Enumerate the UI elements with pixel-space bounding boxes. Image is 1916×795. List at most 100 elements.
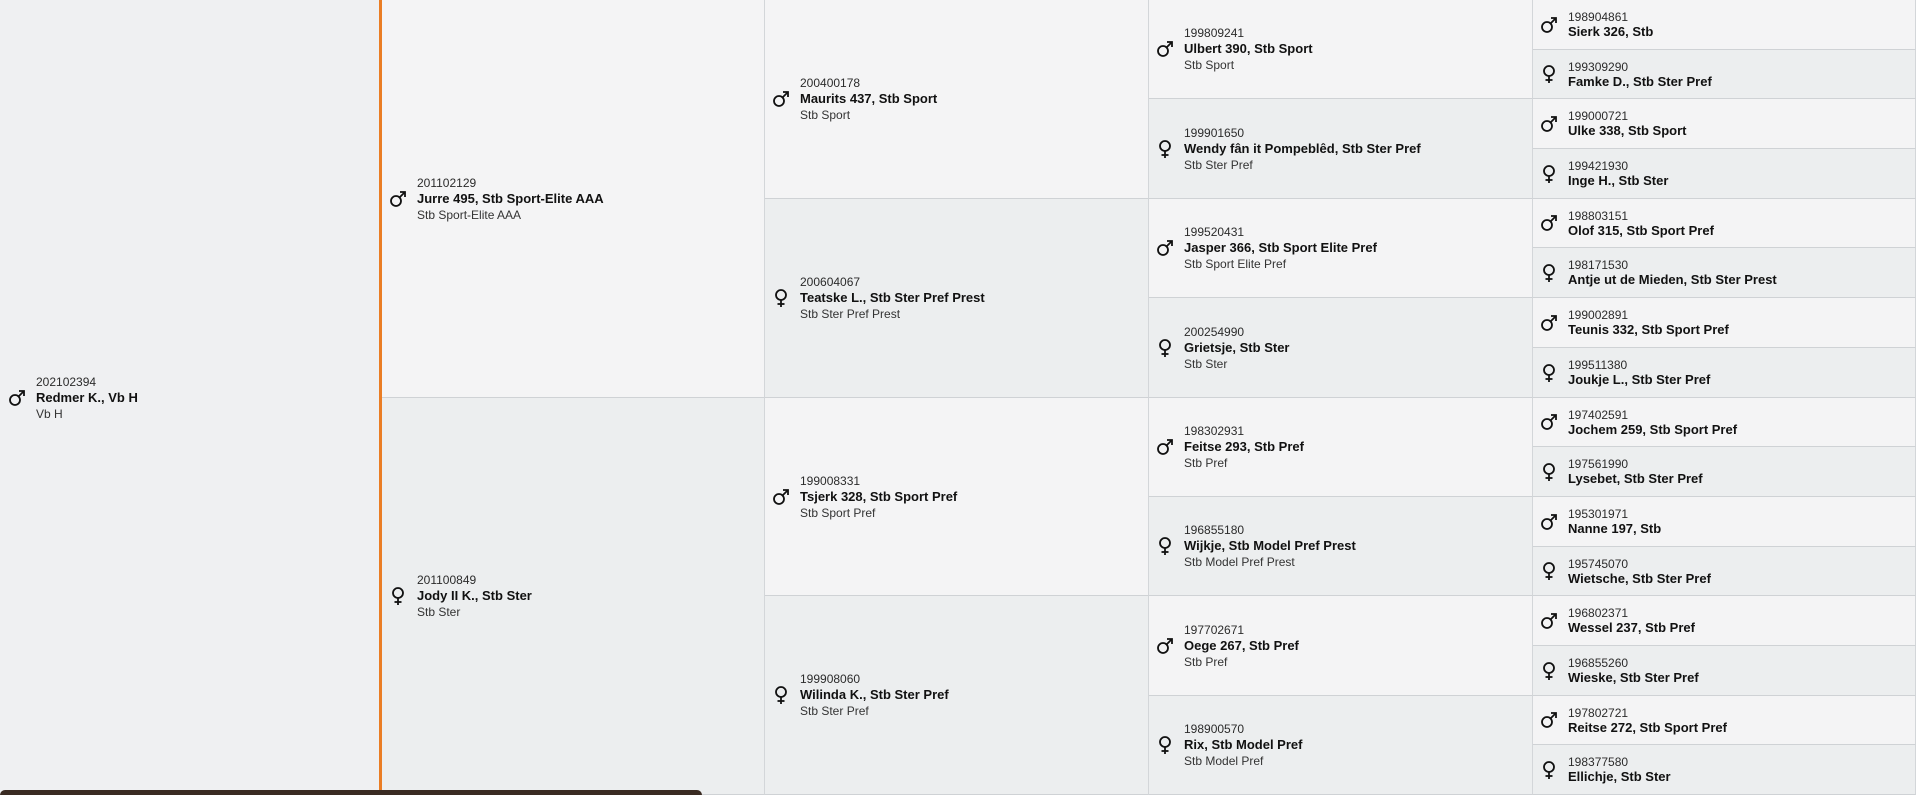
male-symbol-icon	[1154, 38, 1176, 60]
horse-name[interactable]: Tsjerk 328, Stb Sport Pref	[800, 488, 958, 504]
horse-name[interactable]: Grietsje, Stb Ster	[1184, 339, 1290, 355]
female-symbol-icon	[1538, 560, 1560, 582]
registration-number: 197702671	[1184, 622, 1245, 637]
horse-name[interactable]: Jurre 495, Stb Sport-Elite AAA	[417, 190, 604, 206]
horse-name[interactable]: Lysebet, Stb Ster Pref	[1568, 471, 1703, 486]
registration-number: 201100849	[417, 573, 477, 587]
registration-number: 199008331	[800, 473, 861, 488]
registration-number: 202102394	[36, 374, 97, 389]
registration-number: 198803151	[1568, 208, 1629, 223]
horse-name[interactable]: Wendy fân it Pompeblêd, Stb Ster Pref	[1184, 140, 1421, 156]
female-symbol-icon	[1538, 362, 1560, 384]
female-symbol-icon	[1538, 759, 1560, 781]
bottom-scroll-bar[interactable]	[0, 790, 702, 795]
registration-number: 199002891	[1568, 308, 1629, 322]
registration-number: 197802721	[1568, 705, 1629, 720]
horse-name[interactable]: Ulke 338, Stb Sport	[1568, 123, 1687, 138]
horse-name[interactable]: Teatske L., Stb Ster Pref Prest	[800, 290, 985, 305]
registration-number: 199421930	[1568, 159, 1629, 173]
studbook-predicate: Stb Model Pref	[1184, 754, 1264, 768]
horse-name[interactable]: Famke D., Stb Ster Pref	[1568, 73, 1712, 89]
studbook-predicate: Stb Ster Pref	[800, 704, 869, 718]
horse-name[interactable]: Maurits 437, Stb Sport	[800, 91, 938, 106]
horse-name[interactable]: Reitse 272, Stb Sport Pref	[1568, 719, 1727, 735]
male-symbol-icon	[1538, 312, 1560, 334]
horse-name[interactable]: Wilinda K., Stb Ster Pref	[800, 687, 949, 702]
male-symbol-icon	[770, 88, 792, 110]
studbook-predicate: Stb Sport	[800, 108, 851, 122]
female-symbol-icon	[1154, 535, 1176, 557]
horse-name[interactable]: Nanne 197, Stb	[1568, 521, 1662, 536]
horse-name[interactable]: Feitse 293, Stb Pref	[1184, 439, 1304, 454]
female-symbol-icon	[1538, 461, 1560, 483]
horse-name[interactable]: Redmer K., Vb H	[36, 389, 138, 405]
studbook-predicate: Stb Sport Elite Pref	[1184, 257, 1287, 271]
male-symbol-icon	[1538, 610, 1560, 632]
horse-name[interactable]: Ulbert 390, Stb Sport	[1184, 41, 1313, 56]
studbook-predicate: Stb Ster	[1184, 356, 1228, 371]
female-symbol-icon	[770, 684, 792, 706]
horse-name[interactable]: Wietsche, Stb Ster Pref	[1568, 570, 1711, 586]
registration-number: 198171530	[1568, 258, 1629, 272]
horse-name[interactable]: Antje ut de Mieden, Stb Ster Prest	[1568, 272, 1777, 287]
horse-name[interactable]: Jasper 366, Stb Sport Elite Pref	[1184, 240, 1377, 255]
male-symbol-icon	[1538, 14, 1560, 36]
registration-number: 196855180	[1184, 523, 1245, 537]
registration-number: 199000721	[1568, 109, 1629, 123]
horse-name[interactable]: Wijkje, Stb Model Pref Prest	[1184, 538, 1356, 553]
horse-name[interactable]: Wessel 237, Stb Pref	[1568, 620, 1695, 635]
horse-name[interactable]: Olof 315, Stb Sport Pref	[1568, 222, 1714, 238]
studbook-predicate: Vb H	[36, 406, 63, 421]
studbook-predicate: Stb Model Pref Prest	[1184, 555, 1295, 569]
horse-name[interactable]: Sierk 326, Stb	[1568, 24, 1654, 39]
registration-number: 197561990	[1568, 457, 1629, 471]
horse-name[interactable]: Wieske, Stb Ster Pref	[1568, 670, 1699, 685]
horse-name[interactable]: Oege 267, Stb Pref	[1184, 637, 1299, 653]
horse-name[interactable]: Ellichje, Stb Ster	[1568, 769, 1671, 784]
horse-name[interactable]: Rix, Stb Model Pref	[1184, 737, 1303, 752]
male-symbol-icon	[1154, 436, 1176, 458]
female-symbol-icon	[387, 585, 409, 607]
horse-name[interactable]: Jochem 259, Stb Sport Pref	[1568, 421, 1738, 437]
horse-name[interactable]: Teunis 332, Stb Sport Pref	[1568, 322, 1729, 337]
male-symbol-icon	[6, 387, 28, 409]
registration-number: 198900570	[1184, 722, 1245, 736]
horse-name[interactable]: Joukje L., Stb Ster Pref	[1568, 372, 1711, 387]
horse-name[interactable]: Inge H., Stb Ster	[1568, 173, 1669, 188]
registration-number: 199908060	[800, 672, 861, 686]
horse-name[interactable]: Jody II K., Stb Ster	[417, 588, 532, 603]
male-symbol-icon	[1538, 212, 1560, 234]
